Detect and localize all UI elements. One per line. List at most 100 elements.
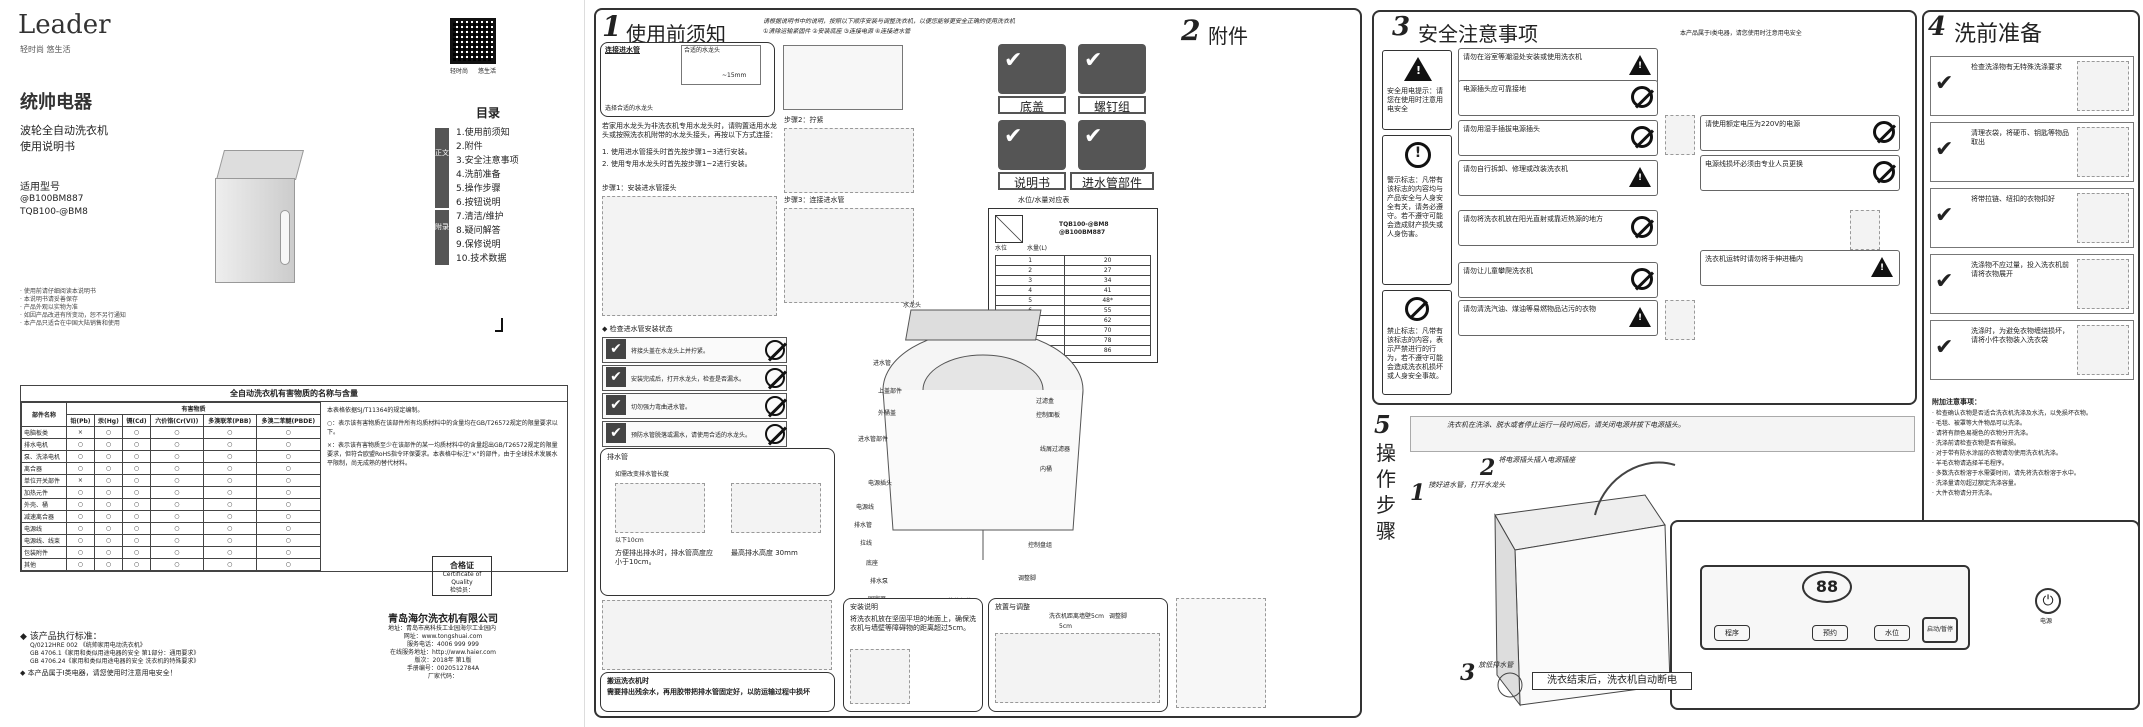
part-label: 过滤盒 <box>1036 398 1055 405</box>
toc-item[interactable]: 4.洗前准备 <box>456 170 501 180</box>
safety-rule: 请勿在浴室等潮湿处安装或使用洗衣机! <box>1458 48 1658 84</box>
model-label: 适用型号 <box>20 182 60 193</box>
hazard-cell: ○ <box>149 450 204 463</box>
washer-illustration <box>210 150 310 290</box>
hazard-cell: ○ <box>202 534 257 547</box>
warning-sign-box: ! 警示标志：凡带有该标志的内容均与产品安全与人身安全有关，请务必遵守。若不遵守… <box>1382 135 1452 285</box>
warning-icon: ! <box>1404 57 1432 81</box>
safe-electric-box: ! 安全用电提示：请您在使用时注意用电安全 <box>1382 50 1452 130</box>
toc-item[interactable]: 2.附件 <box>456 142 483 152</box>
table-row: 电脑板类×○○○○○ <box>20 426 322 439</box>
prep-notes: · 检查确认衣物是否适合洗衣机洗涤及水洗，以免损坏衣物。· 毛毯、被罩等大件物品… <box>1932 410 2132 500</box>
toc-item[interactable]: 1.使用前须知 <box>456 128 510 138</box>
hazard-cell: ○ <box>255 546 322 559</box>
hazard-cell: ○ <box>202 558 257 571</box>
step1-illustration <box>602 196 777 316</box>
toc-item[interactable]: 8.疑问解答 <box>456 226 501 236</box>
rule-text: 请使用额定电压为220V的电源 <box>1705 120 1801 128</box>
check-icon: ✔ <box>606 339 626 359</box>
sec5-note: 洗衣机在洗涤、脱水或者停止运行一段时间后，请关闭电源并拔下电源插头。 <box>1410 416 1915 452</box>
toc-item[interactable]: 6.按钮说明 <box>456 198 501 208</box>
connect-title: 连接进水管 <box>605 46 640 54</box>
safety-rule: 请勿让儿童攀爬洗衣机 <box>1458 262 1658 298</box>
table-row: 泵、洗涤电机○○○○○○ <box>20 450 322 463</box>
start-pause-button[interactable]: 启动/暂停 <box>1922 617 1958 643</box>
toc-title: 目录 <box>476 106 501 120</box>
hazard-part-name: 其他 <box>20 558 68 571</box>
hazard-cell: ○ <box>93 486 124 499</box>
hazard-cell: ○ <box>149 522 204 535</box>
hazard-cell: ○ <box>66 546 95 559</box>
cert-subtitle: Certificate of Quality <box>442 571 482 586</box>
hazard-part-name: 包装附件 <box>20 546 68 559</box>
prep-ill <box>2077 259 2129 309</box>
hazard-cell: ○ <box>93 534 124 547</box>
water-head-level: 水位 <box>995 245 1008 252</box>
hazard-cell: ○ <box>149 426 204 439</box>
accessory-screws: ✔ <box>1078 44 1146 94</box>
page-sections-1-2: 1 使用前须知 请根据说明书中的说明，按照以下顺序安装与调整洗衣机，以便您能够更… <box>588 0 1368 727</box>
power-icon[interactable]: ⏻ <box>2035 588 2061 614</box>
hazard-cell: ○ <box>122 474 151 487</box>
sec3-number: 3 <box>1392 12 1411 42</box>
sec5-title: 操 作 步 骤 <box>1376 440 1396 544</box>
prep-note: · 洗涤前请检查衣物是否有破损。 <box>1932 440 2020 447</box>
hazard-col-header: 六价铬(Cr(VI)) <box>149 414 204 427</box>
hazard-cell: ○ <box>255 534 322 547</box>
table-row: 单位开关部件×○○○○○ <box>20 474 322 487</box>
toc-item[interactable]: 3.安全注意事项 <box>456 156 519 166</box>
adjust-dist: 5cm <box>1059 623 1072 630</box>
hazard-cell: ○ <box>122 498 151 511</box>
sec2-title: 附件 <box>1208 24 1248 48</box>
hazard-part-name: 离合器 <box>20 462 68 475</box>
sec5-title-char: 步 <box>1376 493 1396 517</box>
rule-text: 请勿用湿手插拔电源插头 <box>1463 125 1540 133</box>
standard-item: Q/0212HRE 002 《统帅家用电动洗衣机》 <box>30 642 146 649</box>
hazard-cell: ○ <box>202 426 257 439</box>
qr-code <box>450 18 496 64</box>
hazard-cell: ○ <box>93 426 124 439</box>
note-item: · 产品外观以实物为准 <box>20 304 78 311</box>
hazard-col-header: 多溴联苯(PBB) <box>202 414 257 427</box>
part-label: 进水管部件 <box>858 436 889 443</box>
rule-text: 电源插头应可靠接地 <box>1463 85 1526 93</box>
table-row: 减速离合器○○○○○○ <box>20 510 322 523</box>
prep-note: · 毛毯、被罩等大件物品可以洗涤。 <box>1932 420 2026 427</box>
reserve-button[interactable]: 预约 <box>1812 625 1848 641</box>
hazard-cell: ○ <box>255 510 322 523</box>
program-button[interactable]: 程序 <box>1714 625 1750 641</box>
toc-item[interactable]: 10.技术数据 <box>456 254 507 264</box>
water-level-button[interactable]: 水位 <box>1874 625 1910 641</box>
check-section: ◆ 检查进水管安装状态 ✔将接头盖在水龙头上并拧紧。✔安装完成后，打开水龙头，检… <box>602 325 787 449</box>
op-step-text: 将电源插头插入电源插座 <box>1498 456 1576 464</box>
hazard-cell: ○ <box>255 498 322 511</box>
hazard-part-name: 电源线、线束 <box>20 534 68 547</box>
company-line: 厂家代码： <box>427 673 458 680</box>
water-level: 1 <box>994 255 1066 266</box>
part-label: 拉线 <box>860 540 873 547</box>
standard-item: GB 4706.24《家用和类似用途电器的安全 洗衣机的特殊要求》 <box>30 658 200 665</box>
sec5-title-char: 操 <box>1376 441 1396 465</box>
hazard-cell: ○ <box>255 522 322 535</box>
hazard-group-header: 有害物质 <box>66 402 321 415</box>
certificate: 合格证 Certificate of Quality 检验员： <box>432 556 492 596</box>
notes-list: · 使用前请仔细阅读本说明书 · 本说明书请妥善保存 · 产品外观以实物为准 ·… <box>20 288 126 328</box>
hazard-cell: ○ <box>66 498 95 511</box>
safety-rule: 洗衣机运转时请勿将手伸进桶内! <box>1700 250 1900 286</box>
prep-row: ✔清理衣袋，将硬币、钥匙等物品取出 <box>1930 122 2134 182</box>
step1-title: 步骤1：安装进水管接头 <box>602 184 677 192</box>
hazard-cell: ○ <box>122 546 151 559</box>
prohibit-icon <box>765 396 785 416</box>
toc-item[interactable]: 5.操作步骤 <box>456 184 501 194</box>
check-icon: ✔ <box>1935 71 1954 96</box>
rule-text: 请勿自行拆卸、修理或改装洗衣机 <box>1463 165 1568 173</box>
install-text: 将洗衣机放在坚固平坦的地面上，确保洗衣机与墙壁等障碍物的距离超过5cm。 <box>850 615 976 632</box>
toc-item[interactable]: 7.清洁/维护 <box>456 212 504 222</box>
check-icon: ✔ <box>1004 48 1023 73</box>
check-text: 预防水管脱落或漏水，请使用合适的水龙头。 <box>631 432 752 439</box>
hazard-cell: ○ <box>255 426 322 439</box>
prep-note: · 羊毛衣物请选择羊毛程序。 <box>1932 460 2008 467</box>
hazard-cell: ○ <box>93 510 124 523</box>
toc-item[interactable]: 9.保修说明 <box>456 240 501 250</box>
